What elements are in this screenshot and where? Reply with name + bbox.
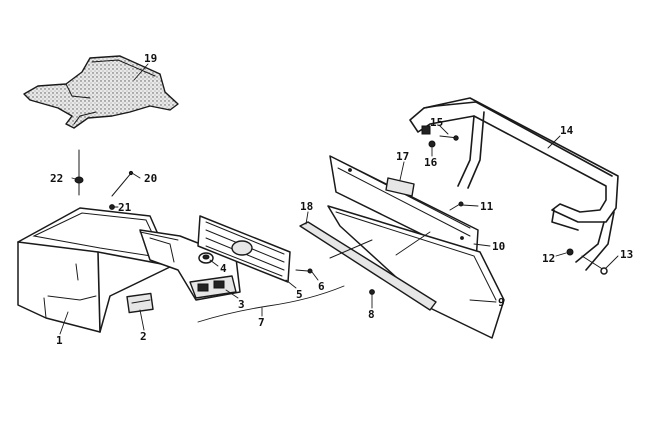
part-decal: [385, 177, 415, 197]
callout-8: 8: [368, 308, 375, 321]
callout-6: 6: [318, 280, 325, 293]
part-cable-20: [111, 170, 134, 197]
callout-18: 18: [300, 200, 313, 213]
callout-1: 1: [56, 334, 63, 347]
part-knob: [198, 252, 214, 264]
part-bolt-13: [581, 255, 608, 275]
callout-22: 22: [50, 172, 63, 185]
callout-10: 10: [492, 240, 505, 253]
part-storage-tray: [17, 207, 173, 333]
callout-5: 5: [296, 288, 303, 301]
part-trim-strip: [299, 221, 437, 311]
part-latch: [126, 292, 154, 314]
leader-lines: [59, 63, 619, 335]
part-screw-6: [295, 268, 313, 274]
part-floor-mat: [23, 55, 179, 129]
callout-19: 19: [144, 52, 157, 65]
part-bolt-11: [449, 201, 464, 211]
callout-2: 2: [140, 330, 147, 343]
callout-labels: 19 22 20 21 1 2 3 4 5 6 7 8 9 10 11 17 1…: [50, 52, 633, 347]
callout-15: 15: [430, 116, 443, 129]
part-back-panel: [327, 205, 505, 339]
part-fastener-22: [74, 149, 84, 196]
callout-9: 9: [498, 296, 505, 309]
callout-20: 20: [144, 172, 157, 185]
part-control-panel: [139, 229, 241, 301]
callout-14: 14: [560, 124, 574, 137]
part-nut-12: [566, 248, 574, 256]
callout-17: 17: [396, 150, 409, 163]
callout-12: 12: [542, 252, 555, 265]
callout-16: 16: [424, 156, 438, 169]
callout-4: 4: [220, 262, 227, 275]
callout-3: 3: [238, 298, 245, 311]
callout-21: 21: [118, 201, 132, 214]
part-handle-bar: [409, 97, 619, 271]
part-bolt-15: [421, 125, 459, 141]
part-nut-16: [428, 140, 436, 148]
callout-7: 7: [258, 316, 265, 329]
part-7-bracket: [197, 285, 345, 323]
callout-11: 11: [480, 200, 494, 213]
callout-13: 13: [620, 248, 633, 261]
